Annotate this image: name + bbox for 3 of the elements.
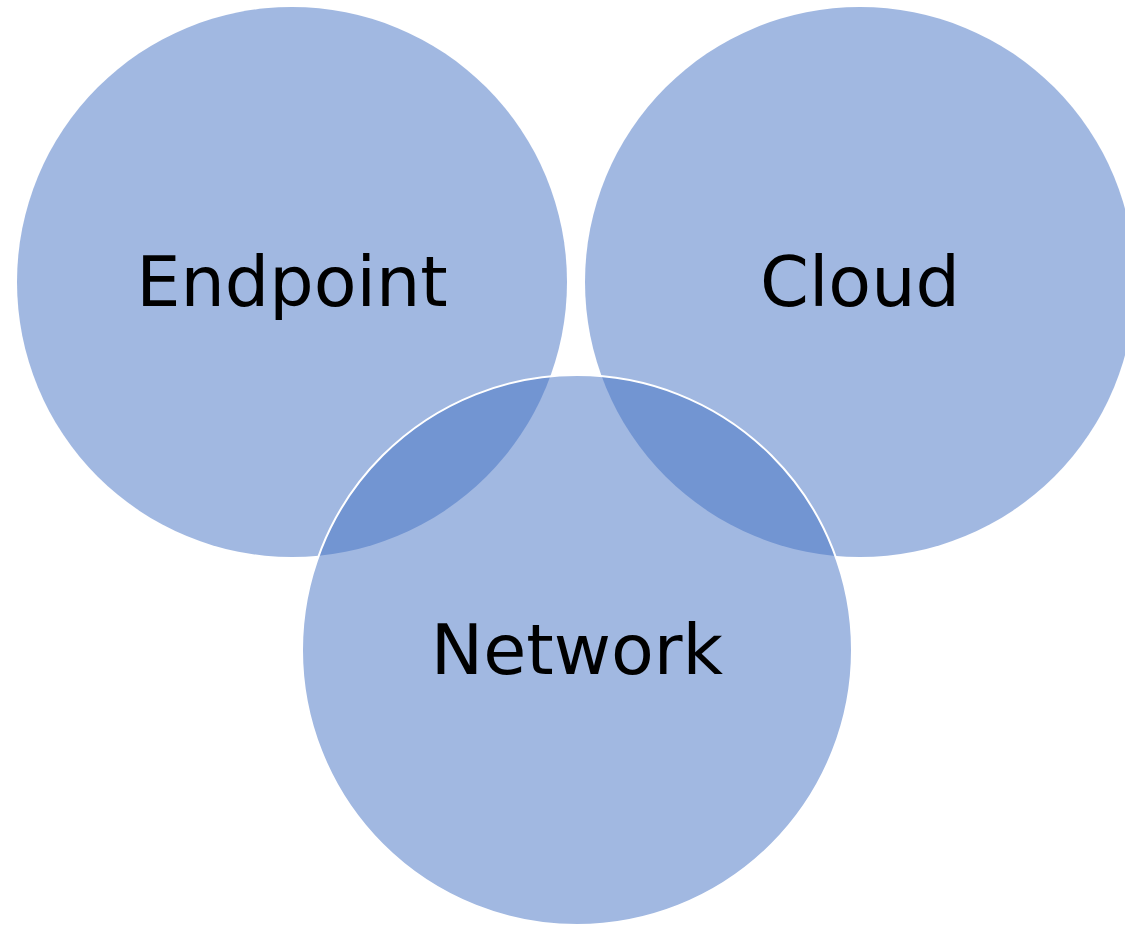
circle-label: Network	[430, 609, 724, 691]
circle-label: Endpoint	[136, 241, 448, 323]
circle-label: Cloud	[760, 241, 960, 323]
